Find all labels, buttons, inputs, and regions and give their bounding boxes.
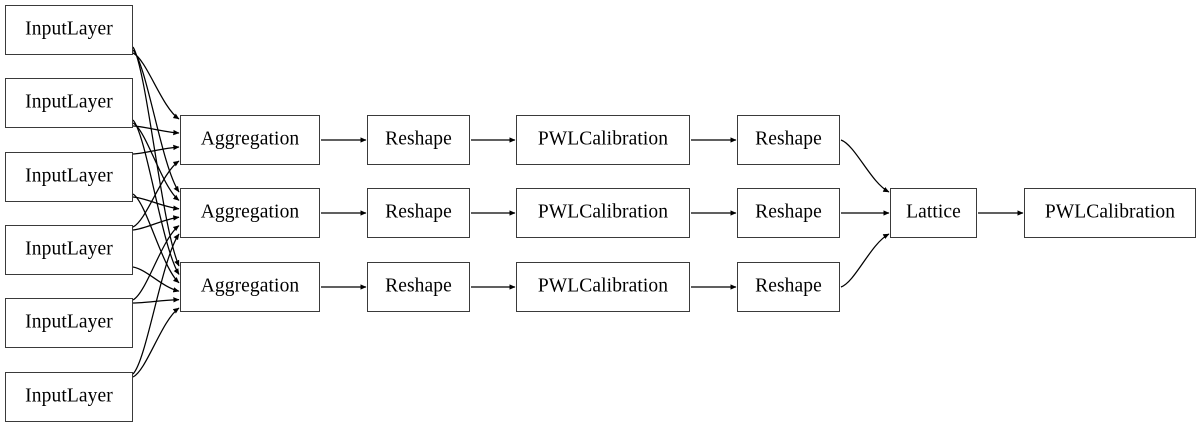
- node-agg_2[interactable]: Aggregation: [180, 188, 320, 238]
- node-pwl_1[interactable]: PWLCalibration: [516, 115, 690, 165]
- node-label: Reshape: [385, 201, 452, 223]
- edge-input_4-to-agg_1: [132, 160, 180, 228]
- node-label: InputLayer: [25, 238, 113, 260]
- edge-input_2-to-agg_1: [132, 125, 180, 136]
- edge-input_3-to-agg_3: [132, 193, 180, 284]
- edge-input_1-to-agg_2: [132, 49, 180, 193]
- node-label: Aggregation: [200, 201, 300, 223]
- edge-input_5-to-agg_3: [132, 297, 180, 304]
- node-label: InputLayer: [25, 385, 113, 407]
- node-pwl_out[interactable]: PWLCalibration: [1024, 188, 1196, 238]
- edge-input_3-to-agg_1: [132, 144, 180, 155]
- node-input_2[interactable]: InputLayer: [5, 78, 133, 128]
- node-reshape_2[interactable]: Reshape: [367, 188, 470, 238]
- node-reshape_4[interactable]: Reshape: [737, 115, 840, 165]
- node-reshape_6[interactable]: Reshape: [737, 262, 840, 312]
- edge-reshape_4-to-lattice: [840, 139, 890, 193]
- node-label: PWLCalibration: [537, 128, 669, 150]
- node-agg_1[interactable]: Aggregation: [180, 115, 320, 165]
- edge-reshape_6-to-lattice: [840, 233, 890, 288]
- node-label: InputLayer: [25, 91, 113, 113]
- node-lattice[interactable]: Lattice: [890, 188, 977, 238]
- node-label: InputLayer: [25, 18, 113, 40]
- edge-input_6-to-agg_3: [132, 307, 180, 378]
- node-agg_3[interactable]: Aggregation: [180, 262, 320, 312]
- node-input_4[interactable]: InputLayer: [5, 225, 133, 275]
- node-input_6[interactable]: InputLayer: [5, 372, 133, 422]
- node-label: Reshape: [385, 128, 452, 150]
- edge-input_4-to-agg_2: [132, 215, 180, 231]
- node-input_1[interactable]: InputLayer: [5, 5, 133, 55]
- node-label: Aggregation: [200, 128, 300, 150]
- node-label: Lattice: [906, 201, 961, 223]
- edge-input_1-to-agg_3: [132, 46, 180, 267]
- node-pwl_3[interactable]: PWLCalibration: [516, 262, 690, 312]
- node-label: Aggregation: [200, 275, 300, 297]
- edge-input_3-to-agg_2: [132, 196, 180, 211]
- edge-input_2-to-agg_3: [132, 119, 180, 275]
- node-input_3[interactable]: InputLayer: [5, 152, 133, 202]
- node-input_5[interactable]: InputLayer: [5, 298, 133, 348]
- edge-input_1-to-agg_1: [132, 52, 180, 120]
- edge-input_6-to-agg_2: [132, 233, 180, 375]
- node-reshape_5[interactable]: Reshape: [737, 188, 840, 238]
- node-label: PWLCalibration: [537, 275, 669, 297]
- node-label: Reshape: [755, 275, 822, 297]
- edge-input_2-to-agg_2: [132, 122, 180, 201]
- node-label: InputLayer: [25, 165, 113, 187]
- node-label: Reshape: [755, 201, 822, 223]
- edge-input_5-to-agg_2: [132, 225, 180, 301]
- node-reshape_1[interactable]: Reshape: [367, 115, 470, 165]
- edge-input_4-to-agg_3: [132, 266, 180, 293]
- node-label: Reshape: [385, 275, 452, 297]
- node-label: PWLCalibration: [1044, 201, 1176, 223]
- node-pwl_2[interactable]: PWLCalibration: [516, 188, 690, 238]
- node-reshape_3[interactable]: Reshape: [367, 262, 470, 312]
- node-label: Reshape: [755, 128, 822, 150]
- node-label: PWLCalibration: [537, 201, 669, 223]
- node-label: InputLayer: [25, 311, 113, 333]
